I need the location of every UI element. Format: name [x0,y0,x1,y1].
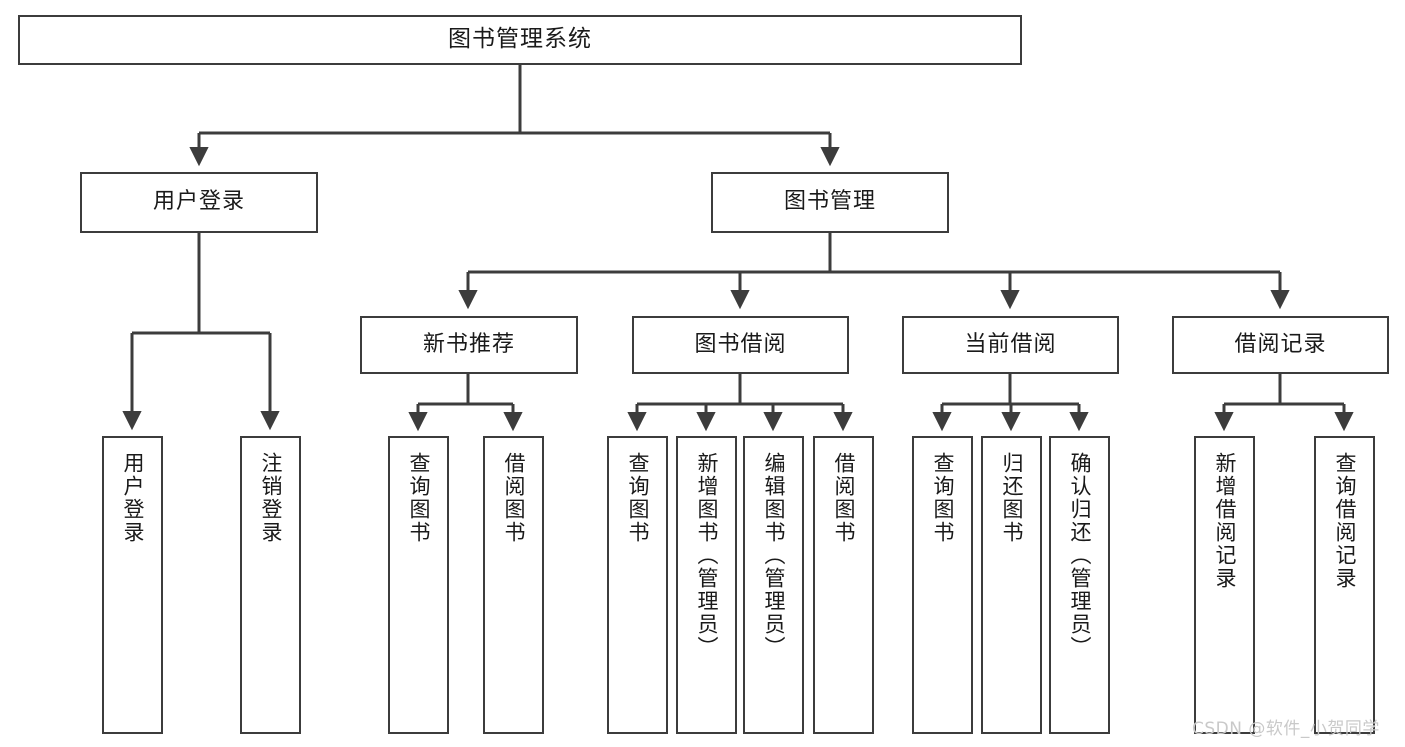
node-label: 借阅图书 [831,452,856,544]
node-label: 归还图书 [999,452,1024,544]
node-label: 借阅记录 [1234,331,1327,357]
node-label: 查询图书 [930,452,955,544]
node-label: 确认归还（管理员） [1067,452,1092,659]
csdn-watermark: CSDN @软件_小贺同学 [1192,719,1380,739]
leaf-record-query-borrow-record[interactable]: 查询借阅记录 [1314,436,1375,734]
node-label: 注销登录 [258,452,283,544]
node-book-management[interactable]: 图书管理 [711,172,949,233]
node-label: 查询借阅记录 [1332,452,1357,590]
node-label: 用户登录 [152,189,245,215]
node-book-borrow[interactable]: 图书借阅 [632,316,849,374]
leaf-user-logout[interactable]: 注销登录 [240,436,301,734]
node-label: 新增借阅记录 [1212,452,1237,590]
node-user-login[interactable]: 用户登录 [80,172,318,233]
leaf-user-login[interactable]: 用户登录 [102,436,163,734]
leaf-current-query-book[interactable]: 查询图书 [912,436,973,734]
node-label: 图书管理 [783,189,876,215]
leaf-current-confirm-return-admin[interactable]: 确认归还（管理员） [1049,436,1110,734]
leaf-record-add-borrow-record[interactable]: 新增借阅记录 [1194,436,1255,734]
node-root-book-management-system[interactable]: 图书管理系统 [18,15,1022,65]
node-label: 借阅图书 [501,452,526,544]
node-label: 新书推荐 [422,331,515,357]
node-label: 用户登录 [120,452,145,544]
leaf-recommend-query-book[interactable]: 查询图书 [388,436,449,734]
node-label: 编辑图书（管理员） [761,452,786,659]
leaf-borrow-query-book[interactable]: 查询图书 [607,436,668,734]
leaf-current-return-book[interactable]: 归还图书 [981,436,1042,734]
node-new-book-recommend[interactable]: 新书推荐 [360,316,578,374]
leaf-borrow-borrow-book[interactable]: 借阅图书 [813,436,874,734]
leaf-borrow-edit-book-admin[interactable]: 编辑图书（管理员） [743,436,804,734]
node-label: 图书借阅 [694,331,787,357]
node-label: 查询图书 [625,452,650,544]
node-borrow-record[interactable]: 借阅记录 [1172,316,1389,374]
node-current-borrow[interactable]: 当前借阅 [902,316,1119,374]
leaf-borrow-add-book-admin[interactable]: 新增图书（管理员） [676,436,737,734]
node-label: 查询图书 [406,452,431,544]
leaf-recommend-borrow-book[interactable]: 借阅图书 [483,436,544,734]
node-label: 当前借阅 [964,331,1057,357]
node-label: 图书管理系统 [448,26,592,53]
node-label: 新增图书（管理员） [694,452,719,659]
